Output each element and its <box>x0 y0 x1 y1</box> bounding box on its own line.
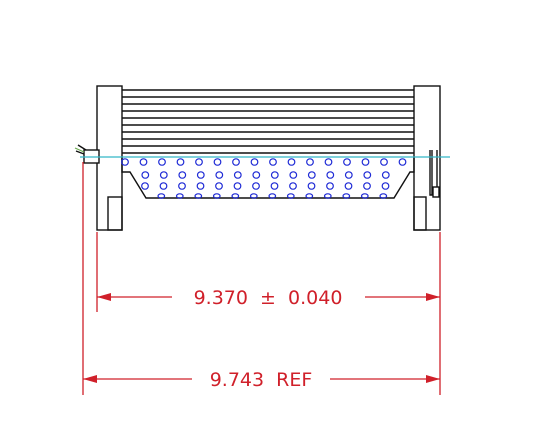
perforation-hole <box>380 158 388 166</box>
perforation-hole <box>381 171 390 179</box>
perforation-hole <box>194 193 203 199</box>
perforation-hole <box>268 193 277 199</box>
perforation-hole <box>286 193 295 199</box>
perforation-hole <box>233 171 242 179</box>
perforation-hole <box>287 158 296 166</box>
perforation-hole <box>231 193 240 199</box>
perforation-hole <box>363 171 372 179</box>
perforation-hole <box>233 182 242 190</box>
perforation-hole <box>157 193 166 199</box>
perforation-hole <box>323 193 332 199</box>
perforation-hole <box>252 171 261 179</box>
dimension-inner-length-label: 9.370 ± 0.040 <box>194 287 343 309</box>
perforation-hole <box>159 171 168 179</box>
perforation-hole <box>361 158 370 166</box>
left-end-cap-lip <box>107 196 123 231</box>
perforation-hole <box>141 182 149 190</box>
perforation-hole <box>141 171 150 179</box>
perforation-hole <box>324 158 333 166</box>
perforation-hole <box>178 171 187 179</box>
perforation-hole <box>232 158 240 166</box>
perforation-hole <box>249 193 258 199</box>
perforation-hole <box>342 193 351 199</box>
extension-lines <box>82 162 441 395</box>
perforation-hole <box>212 193 221 199</box>
perforation-hole <box>196 171 205 179</box>
perforation-hole <box>215 182 223 190</box>
perforation-hole <box>158 158 166 166</box>
perforation-hole <box>289 182 297 190</box>
perforation-hole <box>289 171 298 179</box>
perforation-hole <box>306 158 314 166</box>
right-end-cap-lip <box>413 196 427 231</box>
perforation-hole <box>270 182 279 190</box>
perforation-hole <box>305 193 314 199</box>
perforation-hole <box>326 182 334 190</box>
filter-element <box>74 85 450 231</box>
perforation-hole <box>215 171 224 179</box>
perforation-hole <box>196 182 205 190</box>
perforation-hole <box>307 171 316 179</box>
perforation-hole <box>326 171 335 179</box>
perforation-hole <box>269 158 277 166</box>
perforation-hole <box>381 182 390 190</box>
perforation-hole <box>139 158 148 166</box>
perforation-hole <box>213 158 222 166</box>
dimension-overall-length: 9.743 REF <box>83 369 440 391</box>
perforation-hole <box>343 158 351 166</box>
perforation-hole <box>176 158 185 166</box>
left-seal-fitting <box>74 144 100 164</box>
perforation-hole <box>121 158 129 166</box>
perforation-hole <box>344 182 353 190</box>
pleated-media <box>122 89 414 154</box>
perforation-hole <box>178 182 186 190</box>
left-end-cap <box>96 85 123 231</box>
dimension-overall-length-label: 9.743 REF <box>210 369 313 391</box>
perforation-hole <box>360 193 369 199</box>
perforation-hole <box>252 182 260 190</box>
perforation-hole <box>398 158 407 166</box>
perforation-holes <box>121 158 407 199</box>
perforation-hole <box>363 182 371 190</box>
perforation-hole <box>195 158 203 166</box>
perforation-hole <box>175 193 184 199</box>
perforation-hole <box>270 171 279 179</box>
dimension-inner-length: 9.370 ± 0.040 <box>97 287 440 309</box>
perforation-hole <box>250 158 259 166</box>
right-end-cap <box>413 85 441 231</box>
perforation-hole <box>344 171 353 179</box>
perforation-hole <box>159 182 168 190</box>
perforation-hole <box>379 193 388 199</box>
perforation-hole <box>307 182 316 190</box>
